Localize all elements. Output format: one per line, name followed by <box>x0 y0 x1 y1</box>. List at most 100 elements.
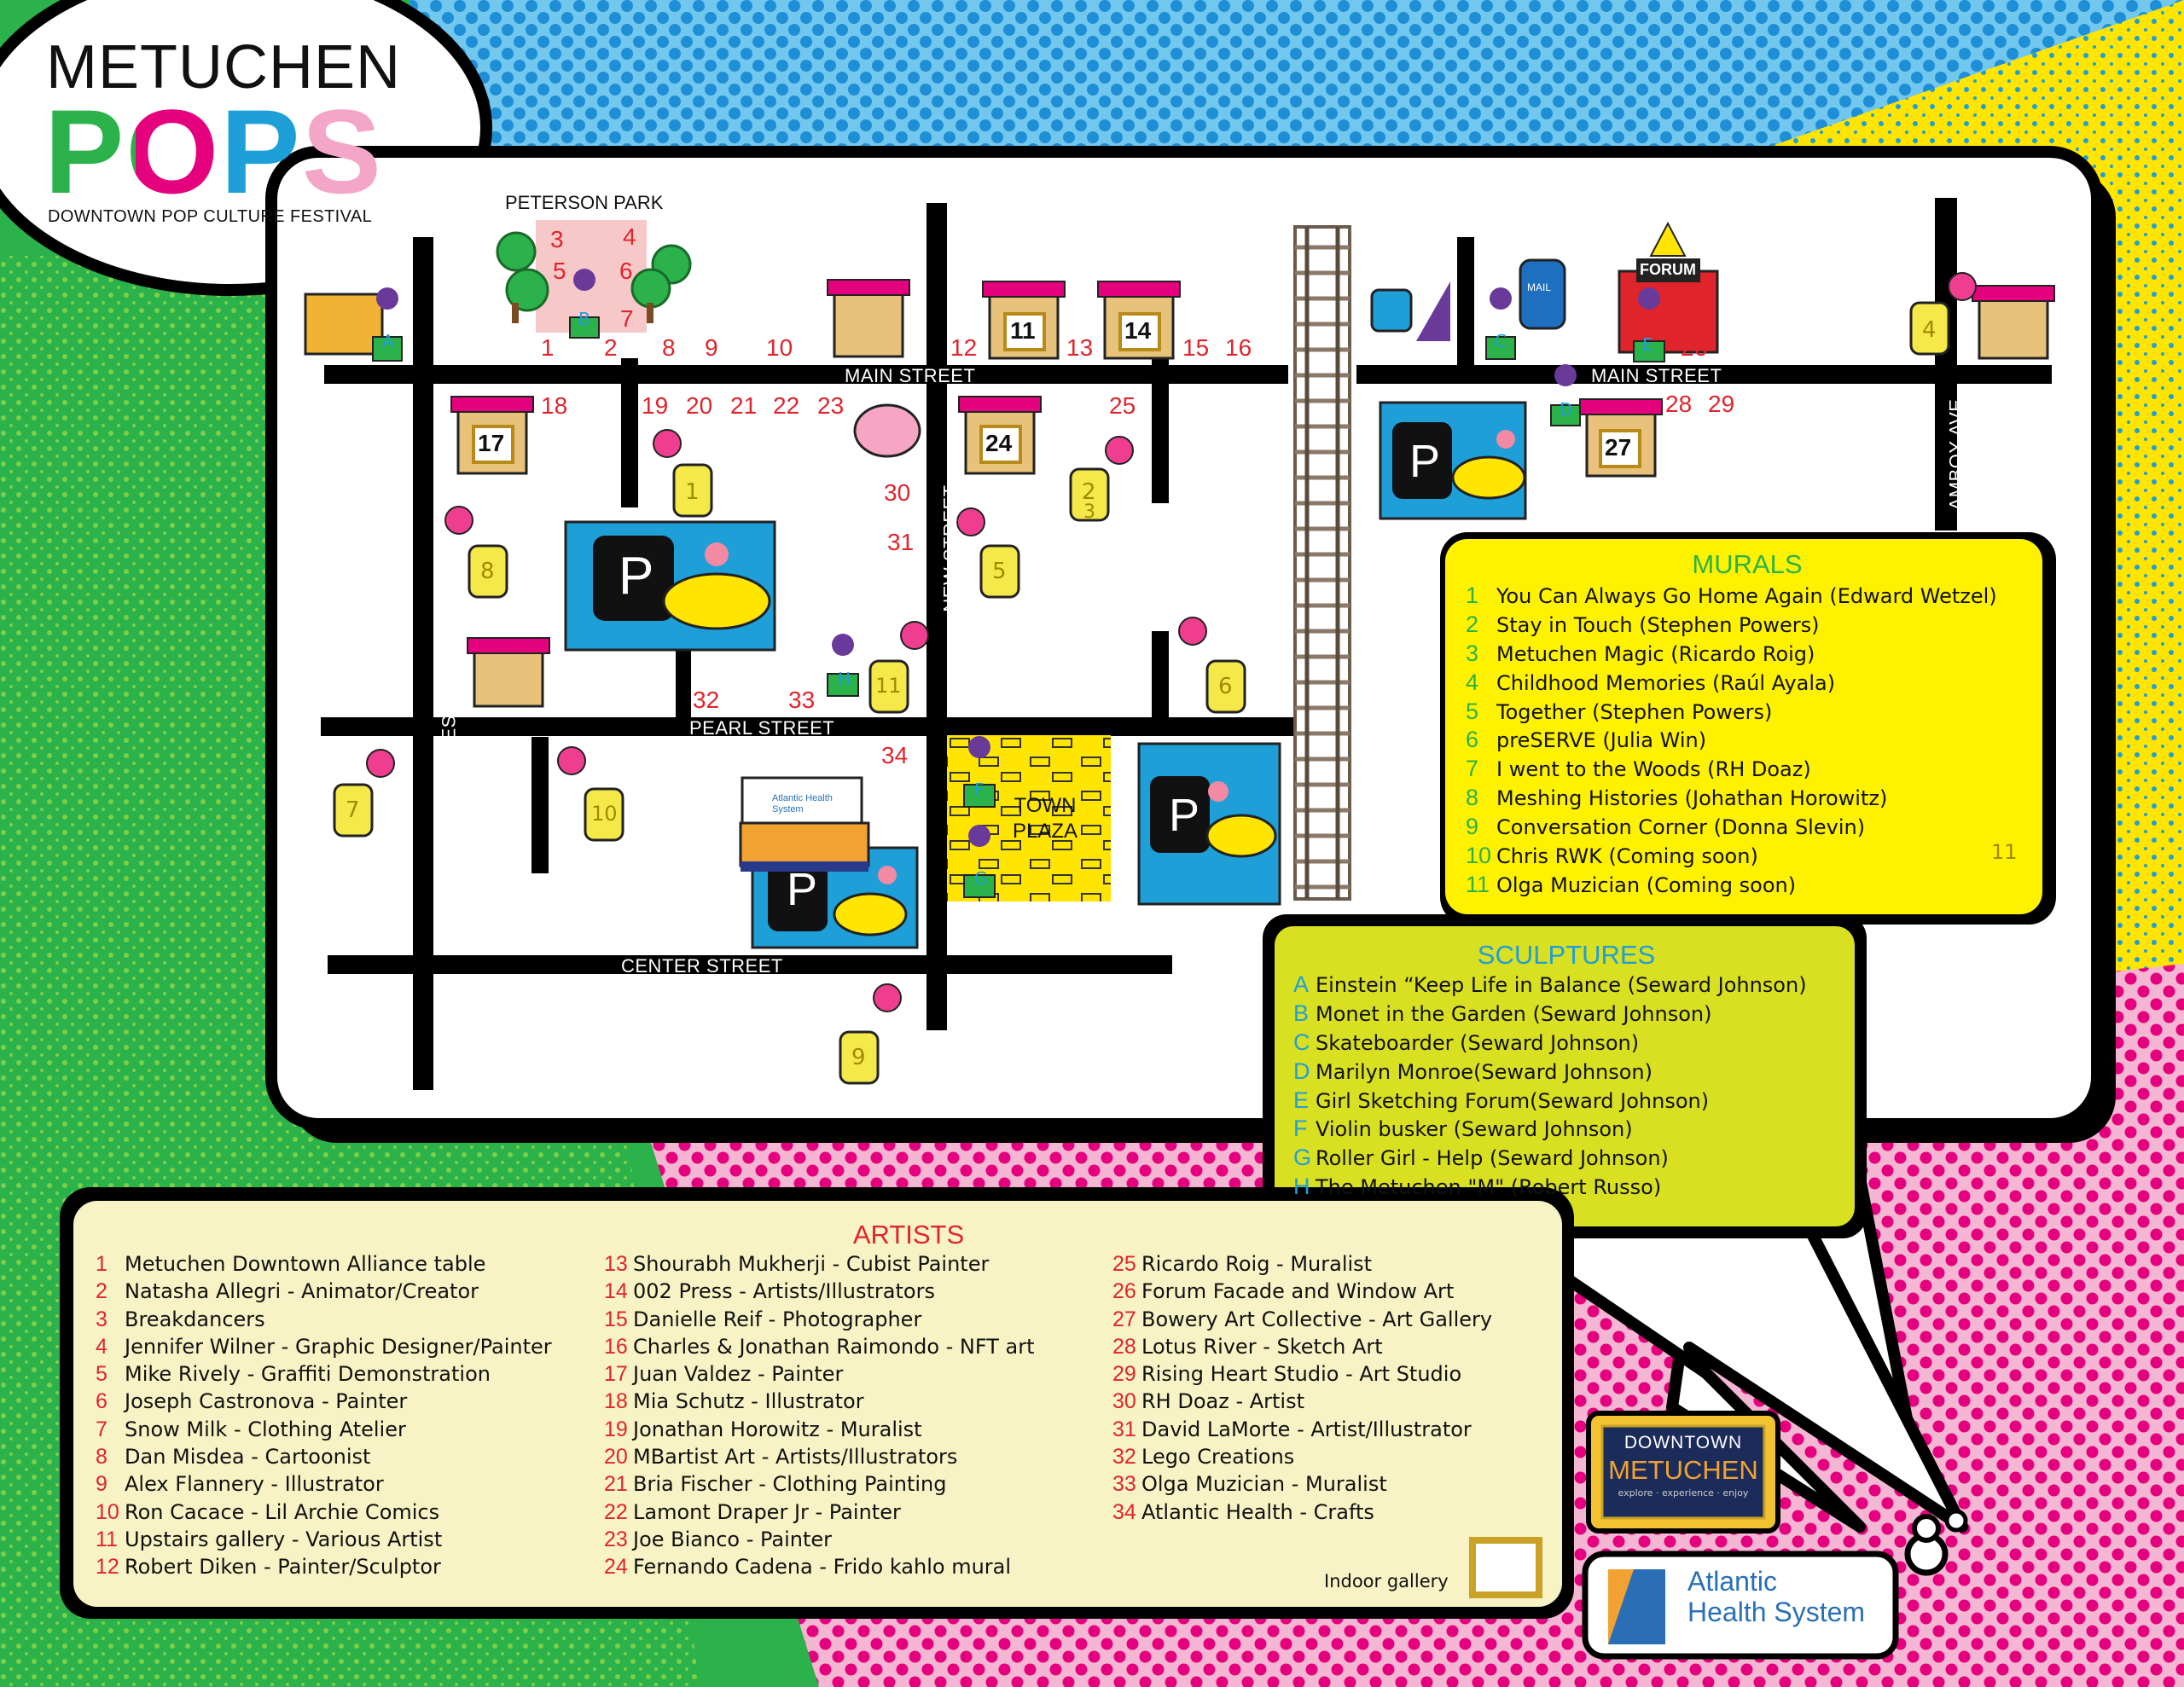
marker-13[interactable]: 13 <box>1066 334 1094 361</box>
gallery-11[interactable]: 11 <box>1010 317 1036 344</box>
sculpture-g[interactable]: G <box>974 868 988 889</box>
marker-9[interactable]: 9 <box>705 334 718 361</box>
downtown-metuchen-badge[interactable]: DOWNTOWN METUCHEN explore · experience ·… <box>1602 1433 1764 1499</box>
marker-7[interactable]: 7 <box>620 305 634 332</box>
marker-30[interactable]: 30 <box>884 479 911 506</box>
can-10[interactable]: 10 <box>591 802 618 826</box>
marker-34[interactable]: 34 <box>881 742 909 768</box>
sculpture-d[interactable]: D <box>1560 399 1573 420</box>
marker-12[interactable]: 12 <box>950 334 978 361</box>
marker-5[interactable]: 5 <box>553 258 566 284</box>
marker-1[interactable]: 1 <box>541 334 555 361</box>
parking-p-1: P <box>619 547 654 606</box>
murals-title: MURALS <box>1692 549 1803 579</box>
marker-15[interactable]: 15 <box>1182 334 1210 361</box>
can-8[interactable]: 8 <box>480 559 495 584</box>
park-label: PETERSON PARK <box>505 192 664 213</box>
marker-6[interactable]: 6 <box>619 258 633 284</box>
atlantic-health-logo[interactable]: Atlantic Health System <box>1687 1566 1865 1627</box>
can-6[interactable]: 6 <box>1218 674 1233 699</box>
logo-title: METUCHEN <box>46 33 401 101</box>
marker-22[interactable]: 22 <box>773 392 800 419</box>
pearl-street-label: PEARL STREET <box>689 717 835 739</box>
gallery-14[interactable]: 14 <box>1124 317 1152 344</box>
marker-10[interactable]: 10 <box>766 334 793 361</box>
marker-21[interactable]: 21 <box>730 392 758 419</box>
can-9[interactable]: 9 <box>851 1045 866 1070</box>
can-4[interactable]: 4 <box>1922 317 1937 343</box>
marker-3[interactable]: 3 <box>550 226 564 252</box>
atlantic-line-1: Atlantic <box>1687 1566 1777 1597</box>
can-1[interactable]: 1 <box>685 479 700 505</box>
marker-29[interactable]: 29 <box>1708 391 1735 417</box>
marker-8[interactable]: 8 <box>662 334 676 361</box>
sculpture-a[interactable]: A <box>382 331 394 351</box>
main-street-east-label: MAIN STREET <box>1591 365 1722 386</box>
marker-28[interactable]: 28 <box>1665 391 1693 417</box>
marker-33[interactable]: 33 <box>788 687 816 713</box>
main-street-west-label: MAIN STREET <box>845 365 976 386</box>
marker-20[interactable]: 20 <box>686 392 713 419</box>
gallery-24[interactable]: 24 <box>985 430 1013 456</box>
marker-31[interactable]: 31 <box>887 529 915 555</box>
forum-sign: FORUM <box>1640 261 1696 278</box>
sculpture-e[interactable]: E <box>1642 334 1653 355</box>
marker-25[interactable]: 25 <box>1109 392 1136 419</box>
gallery-17[interactable]: 17 <box>478 430 505 456</box>
parking-p-3: P <box>1169 790 1200 841</box>
sculpture-b[interactable]: B <box>578 309 590 329</box>
sculpture-c[interactable]: C <box>1495 331 1507 351</box>
can-11[interactable]: 11 <box>875 674 902 698</box>
marker-19[interactable]: 19 <box>642 392 669 419</box>
can-3[interactable]: 3 <box>1083 501 1095 523</box>
sculpture-h[interactable]: H <box>838 669 851 689</box>
can-7[interactable]: 7 <box>346 797 360 823</box>
can-2[interactable]: 2 <box>1082 479 1096 505</box>
marker-18[interactable]: 18 <box>541 392 568 419</box>
marker-2[interactable]: 2 <box>604 334 618 361</box>
marker-26[interactable]: 26 <box>1681 334 1708 361</box>
downtown-badge-tag: explore · experience · enjoy <box>1618 1487 1749 1499</box>
marker-4[interactable]: 4 <box>623 223 636 250</box>
mailbox-label: MAIL <box>1527 281 1552 293</box>
can <box>672 463 713 518</box>
marker-23[interactable]: 23 <box>817 392 845 419</box>
sculpture-f[interactable]: F <box>974 780 985 800</box>
marker-32[interactable]: 32 <box>693 687 720 713</box>
can-5[interactable]: 5 <box>992 559 1007 584</box>
downtown-badge-main: METUCHEN <box>1608 1455 1758 1485</box>
marker-16[interactable]: 16 <box>1225 334 1252 361</box>
artists-title: ARTISTS <box>852 1220 965 1249</box>
gallery-27[interactable]: 27 <box>1605 434 1632 461</box>
